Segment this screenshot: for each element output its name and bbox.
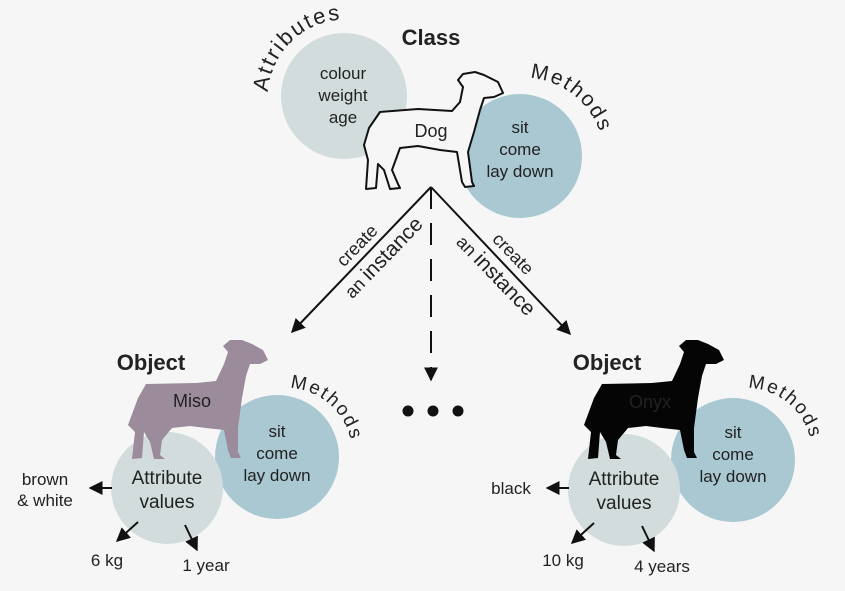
arrow-weight	[115, 521, 139, 542]
ellipsis	[402, 405, 464, 417]
methods-circle	[215, 395, 339, 519]
attribute-values-circle	[111, 432, 223, 544]
attribute-values-label: values	[597, 493, 652, 514]
method-item: lay down	[243, 466, 310, 485]
method-item: come	[256, 444, 298, 463]
methods-circle	[458, 94, 582, 218]
dog-outline-icon	[363, 71, 504, 190]
attribute-item: weight	[317, 86, 367, 105]
class-name: Dog	[414, 121, 447, 141]
object-name: Miso	[173, 391, 211, 411]
value-age: 4 years	[634, 557, 690, 576]
class-group: Attributes Methods Class colour weight a…	[248, 0, 615, 218]
value-weight: 10 kg	[542, 551, 584, 570]
attribute-values-circle	[568, 434, 680, 546]
object-miso: Object Miso sit come lay down Methods At…	[17, 340, 365, 575]
attribute-values-label: values	[140, 492, 195, 513]
arrow-to-miso	[291, 186, 432, 334]
method-item: come	[499, 140, 541, 159]
instantiation-arrows	[291, 186, 571, 382]
method-item: sit	[512, 118, 529, 137]
attribute-item: colour	[320, 64, 367, 83]
arrow-age	[184, 524, 198, 552]
object-name: Onyx	[629, 392, 671, 412]
arrow-age	[641, 525, 655, 553]
method-item: lay down	[699, 467, 766, 486]
object-heading: Object	[573, 350, 642, 375]
methods-circle	[671, 398, 795, 522]
method-item: come	[712, 445, 754, 464]
value-colour: brown	[22, 470, 68, 489]
attribute-values-label: Attribute	[589, 469, 660, 490]
attribute-values-label: Attribute	[132, 468, 203, 489]
dog-miso-icon	[128, 340, 268, 459]
attribute-item: age	[329, 108, 357, 127]
object-heading: Object	[117, 350, 186, 375]
object-onyx: Object Onyx sit come lay down Methods At…	[491, 340, 824, 576]
dog-onyx-icon	[584, 340, 724, 459]
arrow-to-onyx	[430, 186, 571, 336]
value-weight: 6 kg	[91, 551, 123, 570]
class-heading: Class	[402, 25, 461, 50]
value-colour: & white	[17, 491, 73, 510]
method-item: sit	[269, 422, 286, 441]
arrow-weight	[570, 522, 595, 544]
value-colour: black	[491, 479, 531, 498]
method-item: sit	[725, 423, 742, 442]
value-age: 1 year	[182, 556, 230, 575]
method-item: lay down	[486, 162, 553, 181]
